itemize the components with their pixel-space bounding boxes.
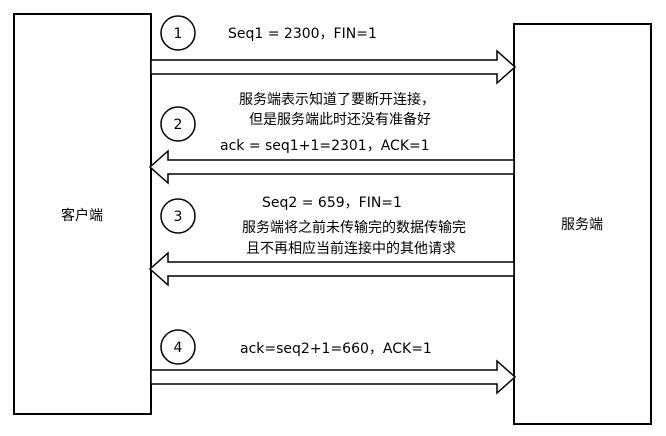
server-box bbox=[513, 23, 652, 425]
server-label: 服务端 bbox=[561, 217, 603, 233]
step-3-number: 3 bbox=[174, 209, 183, 225]
step-3-line-1: Seq2 = 659，FIN=1 bbox=[262, 195, 402, 211]
step-3-line-2: 服务端将之前未传输完的数据传输完 bbox=[242, 219, 466, 236]
step-2-number: 2 bbox=[174, 117, 183, 133]
step-4-number: 4 bbox=[174, 340, 183, 356]
client-box bbox=[13, 13, 152, 415]
step-2-line-1: 服务端表示知道了要断开连接， bbox=[239, 91, 435, 108]
step-2-circle bbox=[160, 106, 196, 142]
step-2-line-2: 但是服务端此时还没有准备好 bbox=[249, 111, 431, 128]
step-1-circle bbox=[160, 15, 196, 51]
step-3-line-3: 且不再相应当前连接中的其他请求 bbox=[246, 240, 456, 257]
client-label: 客户端 bbox=[61, 207, 103, 224]
step-4-circle bbox=[160, 329, 196, 365]
step-4-line-1: ack=seq2+1=660，ACK=1 bbox=[240, 341, 432, 357]
arrow-step-4 bbox=[150, 359, 517, 395]
arrow-step-3 bbox=[148, 251, 515, 287]
step-2-line-3: ack = seq1+1=2301，ACK=1 bbox=[220, 138, 430, 154]
arrow-step-2 bbox=[148, 149, 515, 185]
step-3-circle bbox=[160, 198, 196, 234]
step-1-number: 1 bbox=[174, 26, 183, 42]
arrow-step-1 bbox=[150, 49, 517, 85]
step-1-line-1: Seq1 = 2300，FIN=1 bbox=[228, 26, 377, 42]
